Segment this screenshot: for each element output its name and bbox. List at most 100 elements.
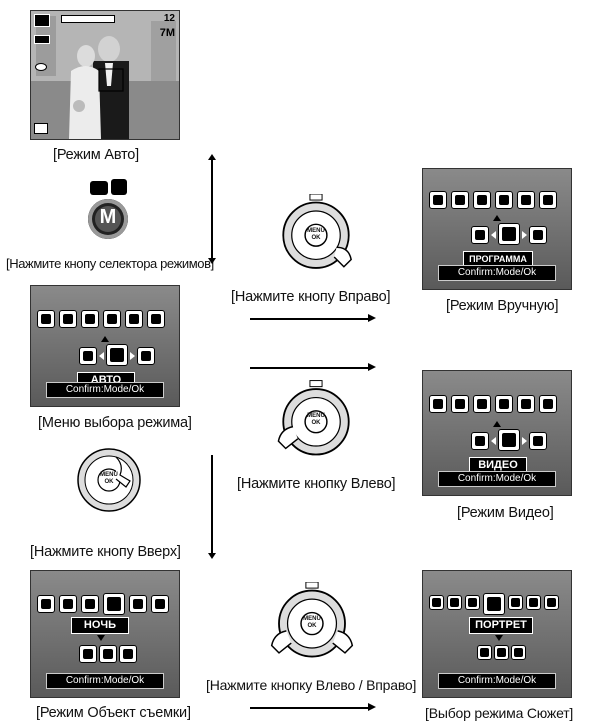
confirm-bar: Confirm:Mode/Ok <box>438 673 556 689</box>
scene-icon-6 <box>147 310 165 328</box>
mode-icons-row <box>429 395 557 413</box>
caption-auto-mode: [Режим Авто] <box>53 147 139 163</box>
dpad-press-right[interactable]: MENU OK <box>276 194 356 274</box>
arrow-head-down-2 <box>208 553 216 559</box>
scene-icon-5 <box>517 395 535 413</box>
caption-press-left-right: [Нажмите кнопку Влево / Вправо] <box>206 677 416 693</box>
up-arrow-icon <box>101 336 109 342</box>
manual-mode-icon <box>498 223 520 245</box>
pad-center-line2: OK <box>269 623 355 629</box>
scene-icons-row <box>429 595 559 615</box>
mode-carousel <box>471 225 547 245</box>
video-mode-icon <box>79 645 97 663</box>
scene-icon-4 <box>103 310 121 328</box>
scene-icon-d <box>508 595 523 610</box>
video-mode-icon <box>529 226 547 244</box>
dpad-press-up[interactable]: MENU OK <box>76 447 142 513</box>
scene-icon-1 <box>429 191 447 209</box>
scene-icon-2 <box>59 310 77 328</box>
portrait-scene-icon <box>483 593 505 615</box>
video-mode-icon <box>477 645 492 660</box>
manual-mode-screen: ПРОГРАММА Confirm:Mode/Ok <box>422 168 572 290</box>
down-arrow-icon <box>97 635 105 641</box>
scene-icon-1 <box>429 395 447 413</box>
zoom-bar <box>61 15 115 23</box>
pad-center-line2: OK <box>76 479 142 485</box>
video-mode-screen: ВИДЕО Confirm:Mode/Ok <box>422 370 572 496</box>
scene-icons-row <box>37 595 169 615</box>
scene-icon-5 <box>125 310 143 328</box>
scene-icon-b <box>59 595 77 613</box>
video-mode-icon <box>498 429 520 451</box>
arrow-head-right-2 <box>368 363 376 371</box>
arrow-vertical-down <box>211 455 213 555</box>
scene-icon-1 <box>37 310 55 328</box>
scene-icon-e <box>526 595 541 610</box>
text-scene-icon <box>544 595 559 610</box>
scene-label: НОЧЬ <box>71 617 129 634</box>
caption-scene-subject-mode: [Режим Объект съемки] <box>36 705 191 721</box>
pad-center-line1: MENU <box>76 472 142 478</box>
scene-icon-c <box>465 595 480 610</box>
camera-mode-icon <box>471 226 489 244</box>
scene-icon-3 <box>473 191 491 209</box>
scene-carousel <box>477 645 526 660</box>
confirm-bar: Confirm:Mode/Ok <box>438 265 556 281</box>
camera-video-icon <box>90 181 108 195</box>
manual-mode-icon <box>511 645 526 660</box>
mode-icons-row <box>429 191 557 209</box>
caption-press-right: [Нажмите кнопу Вправо] <box>231 289 390 305</box>
down-arrow-icon <box>495 635 503 641</box>
caption-manual-mode: [Режим Вручную] <box>446 298 558 314</box>
mode-carousel <box>471 431 547 451</box>
auto-mode-screen: 12 7M <box>30 10 180 140</box>
caption-scene-select-mode: [Выбор режима Сюжет] <box>425 705 573 721</box>
confirm-bar: Confirm:Mode/Ok <box>438 471 556 487</box>
arrow-to-video <box>250 367 370 369</box>
wedding-photo <box>31 11 179 139</box>
camera-mode-icon <box>99 645 117 663</box>
arrow-head-right <box>368 314 376 322</box>
confirm-bar: Confirm:Mode/Ok <box>46 673 164 689</box>
arrow-head-right-3 <box>368 703 376 711</box>
scene-icon-a <box>37 595 55 613</box>
arrow-to-scene-select <box>250 707 370 709</box>
scene-icon-c <box>81 595 99 613</box>
dpad-press-left-right[interactable]: MENU OK <box>269 582 355 670</box>
eye-icon <box>35 63 47 71</box>
scene-icon-5 <box>517 191 535 209</box>
scene-icon-a <box>429 595 444 610</box>
dpad-press-left[interactable]: MENU OK <box>276 380 356 466</box>
mode-button-label: M <box>88 206 128 229</box>
shots-remaining: 12 <box>164 13 175 24</box>
night-scene-icon <box>103 593 125 615</box>
scene-label: ПОРТРЕТ <box>469 617 533 634</box>
storage-icon <box>34 123 48 134</box>
double-arrow-vertical <box>211 160 213 260</box>
scene-mode-screen: НОЧЬ Confirm:Mode/Ok <box>30 570 180 698</box>
scene-icon-4 <box>495 395 513 413</box>
scene-icon-2 <box>451 395 469 413</box>
battery-icon <box>34 35 50 44</box>
manual-mode-icon <box>471 432 489 450</box>
video-mode-icon <box>79 347 97 365</box>
caption-mode-select-menu: [Меню выбора режима] <box>38 415 192 431</box>
camera-mode-icon <box>494 645 509 660</box>
caption-press-left: [Нажмите кнопку Влево] <box>237 476 395 492</box>
caption-press-up: [Нажмите кнопу Вверх] <box>30 544 181 560</box>
scene-icon-4 <box>495 191 513 209</box>
caption-press-mode-selector: [Нажмите кнопу селектора режимов] <box>6 256 214 271</box>
scene-icon-e <box>151 595 169 613</box>
camera-video-icon-2 <box>111 179 127 195</box>
pad-center-line1: MENU <box>269 616 355 622</box>
up-arrow-icon <box>493 421 501 427</box>
pad-center-line1: MENU <box>276 413 356 419</box>
mode-button[interactable]: M <box>88 199 128 239</box>
pad-center-line2: OK <box>276 235 356 241</box>
scene-carousel <box>79 645 137 663</box>
pad-center-line2: OK <box>276 420 356 426</box>
camera-mode-icon <box>529 432 547 450</box>
image-size-label: 7M <box>160 27 175 39</box>
scene-icon-d <box>129 595 147 613</box>
arrow-head-down <box>208 258 216 264</box>
